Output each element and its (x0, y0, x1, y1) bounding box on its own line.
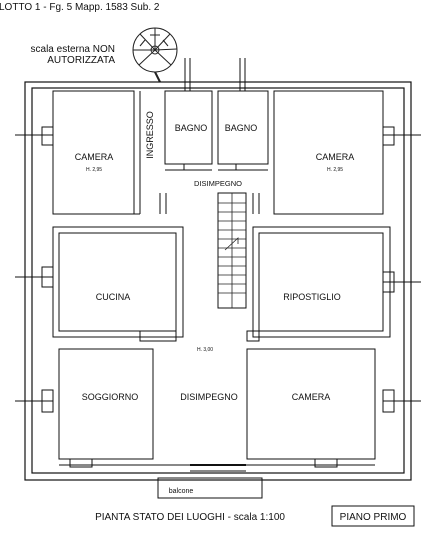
room-label-bagno-1: BAGNO (175, 123, 208, 133)
floor-badge-box (331, 505, 415, 527)
room-label-camera-right: CAMERA (316, 152, 355, 162)
balcone-outline (157, 477, 263, 499)
room-label-cucina: CUCINA (96, 292, 131, 302)
room-label-camera-left: CAMERA (75, 152, 114, 162)
room-label-disimpegno-top: DISIMPEGNO (194, 179, 242, 188)
note-line-2: AUTORIZZATA (47, 55, 115, 66)
plan-caption: PIANTA STATO DEI LUOGHI - scala 1:100 (95, 512, 285, 523)
room-label-ripostiglio: RIPOSTIGLIO (283, 292, 341, 302)
exterior-walls (24, 81, 412, 481)
height-label-center: H. 3,00 (197, 347, 213, 353)
height-label-camera-right: H. 2,95 (327, 167, 343, 173)
room-label-balcone: balcone (169, 488, 194, 495)
room-label-ingresso: INGRESSO (145, 111, 155, 159)
interior-walls (52, 90, 391, 466)
room-label-disimpegno-bottom: DISIMPEGNO (180, 392, 238, 402)
spiral-staircase (132, 27, 178, 83)
note-line-1: scala esterna NON (31, 44, 115, 55)
room-label-camera-bottom: CAMERA (292, 392, 331, 402)
height-label-camera-left: H. 2,95 (86, 167, 102, 173)
windows (15, 58, 421, 468)
floor-badge: PIANO PRIMO (340, 512, 407, 523)
room-label-soggiorno: SOGGIORNO (82, 392, 139, 402)
doors (183, 164, 246, 472)
plan-header-title: LOTTO 1 - Fg. 5 Mapp. 1583 Sub. 2 (0, 2, 160, 13)
room-label-bagno-2: BAGNO (225, 123, 258, 133)
internal-staircase (218, 193, 246, 308)
